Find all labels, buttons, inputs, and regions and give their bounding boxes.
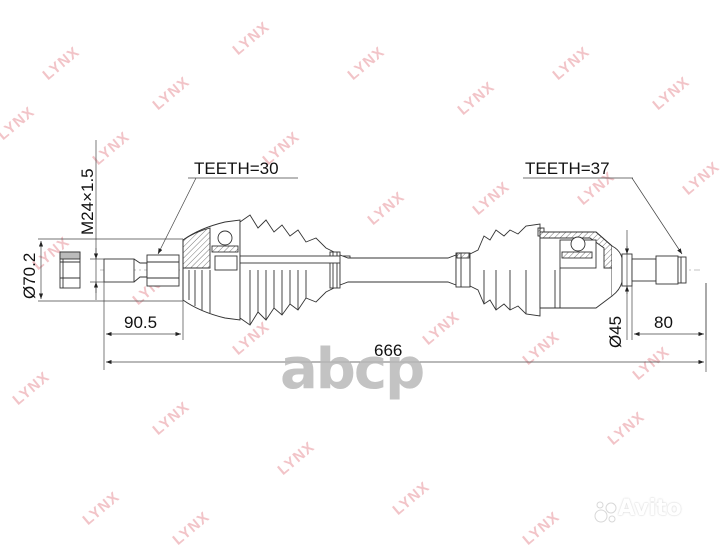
teeth-right-label: TEETH=37	[525, 159, 610, 178]
avito-logo: Avito	[618, 496, 682, 521]
length-left-stub-label: 90.5	[124, 313, 158, 332]
thread-label: M24×1.5	[78, 168, 97, 235]
diameter-right-label: Ø45	[606, 315, 625, 348]
avito-dots-icon	[594, 501, 617, 523]
teeth-left-label: TEETH=30	[194, 159, 279, 178]
length-right-stub-label: 80	[654, 313, 673, 332]
total-length-label: 666	[374, 341, 403, 360]
diameter-left-label: Ø70.2	[20, 252, 39, 299]
abcp-logo: abcp	[280, 337, 425, 402]
nut	[59, 251, 81, 289]
